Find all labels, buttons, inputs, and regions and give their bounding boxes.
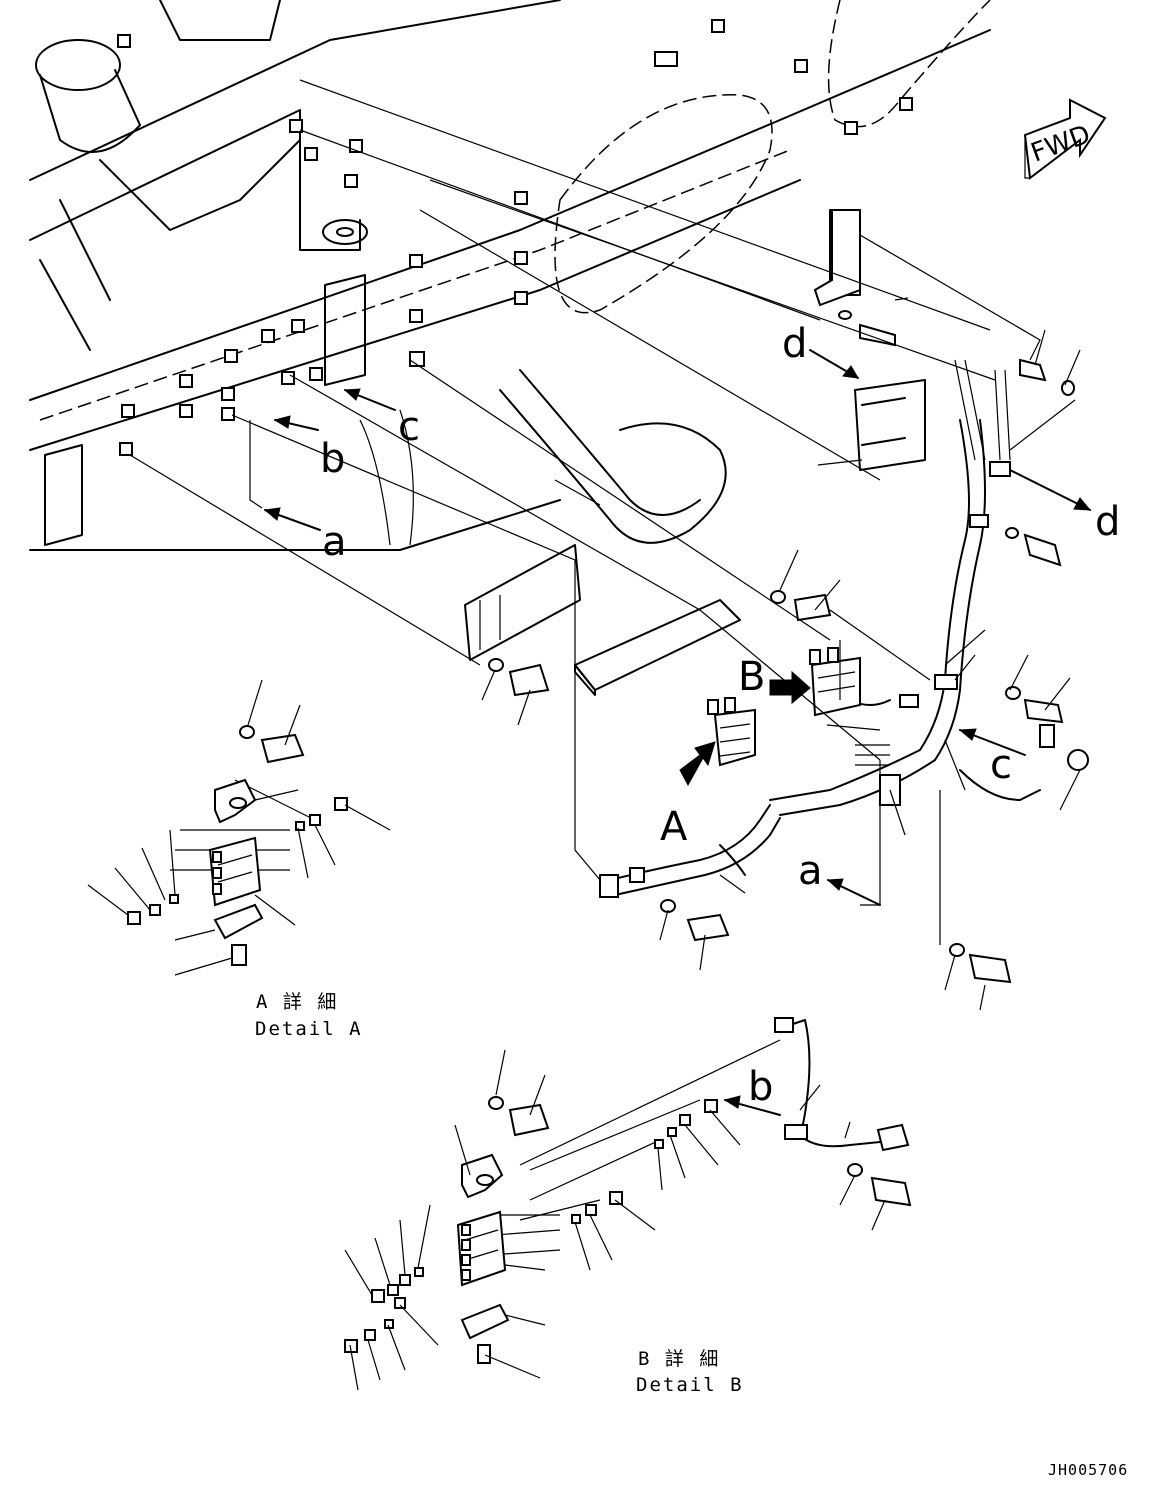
fwd-direction-sign: FWD: [1023, 98, 1107, 180]
callout-label-d-1: d: [782, 321, 807, 367]
frame-bolt-heads: [117, 19, 913, 456]
callout-arrows: [249, 349, 1092, 1116]
detail-a-caption-en: Detail A: [255, 1018, 363, 1040]
hose-assembly-center: [488, 590, 1064, 984]
callout-arrow-b: [769, 670, 811, 705]
callout-label-a-2: a: [798, 848, 823, 894]
callout-label-c-1: c: [398, 404, 420, 450]
callout-label-c-2: c: [990, 742, 1012, 788]
leader-lines: [129, 79, 1076, 1256]
callout-label-d-2: d: [1095, 499, 1120, 545]
detail-b-caption-jp: B 詳 細: [638, 1348, 720, 1370]
detail-a-assembly: [87, 679, 391, 976]
valve-block-b: [809, 647, 861, 717]
callout-label-b-2: b: [748, 1064, 773, 1110]
callout-label-a-upper: A: [660, 804, 688, 850]
bracket-and-harness-right: [769, 209, 1089, 816]
mounting-plates: [464, 544, 741, 696]
valve-block-a: [707, 697, 756, 767]
detail-a-caption-jp: A 詳 細: [256, 991, 338, 1013]
machine-frame: [29, 0, 991, 551]
part-pointers: [481, 297, 1081, 1011]
drawing-code: JH005706: [1048, 1461, 1128, 1479]
detail-b-assembly: [344, 1017, 912, 1391]
callout-label-a-1: a: [322, 519, 347, 565]
callout-label-b-upper: B: [738, 654, 765, 700]
callout-label-b-1: b: [320, 436, 345, 482]
detail-b-caption-en: Detail B: [636, 1374, 744, 1396]
callout-arrow-a: [679, 741, 716, 787]
